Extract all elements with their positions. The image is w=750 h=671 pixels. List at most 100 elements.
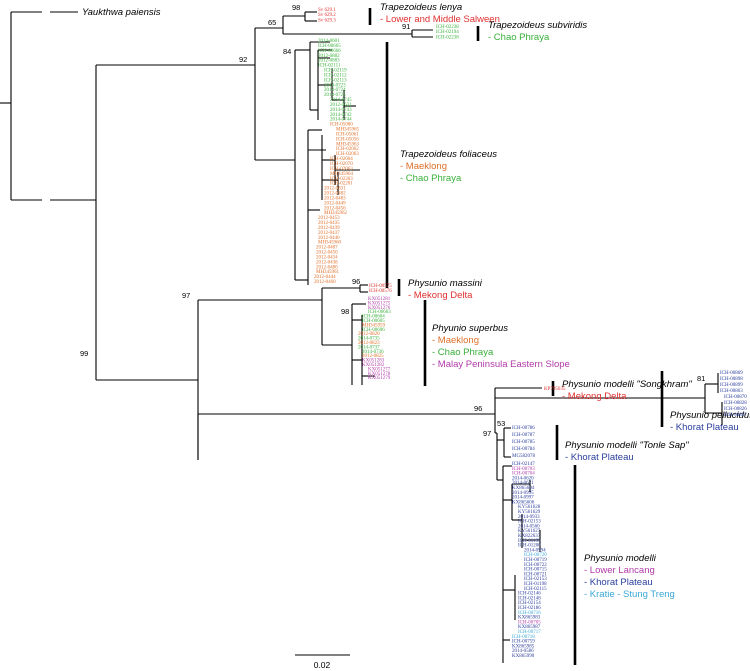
bootstrap-value: 65: [268, 18, 276, 27]
tip-label: ICH-00720: [524, 553, 547, 558]
species-label: Physunio pellucidus: [670, 410, 750, 421]
tip-label: ICH-00666: [318, 49, 341, 54]
tip-label: 2012-0487: [316, 246, 338, 251]
region-label: - Mekong Delta: [408, 290, 473, 301]
tip-label: 2012-0883: [318, 59, 340, 64]
tip-label: 2014-0723: [324, 83, 346, 88]
tip-label: ICH-00719: [524, 558, 547, 563]
tip-label: KX822637: [518, 534, 541, 539]
tip-label: ICH-01198: [524, 582, 547, 587]
tip-label: ICH-00785: [512, 440, 535, 445]
tip-label: 2014-0601: [318, 39, 340, 44]
tip-label: ICH-02201: [330, 182, 353, 187]
tip-label: ICH-02111: [318, 64, 341, 69]
tip-label: 2012-0453: [318, 216, 340, 221]
region-label: - Malay Peninsula Eastern Slope: [432, 359, 570, 370]
tip-label: ICH-01199: [518, 539, 541, 544]
tip-label: 2012-0437: [318, 231, 340, 236]
scale-bar: 0.02: [295, 654, 350, 670]
species-label: Phyunio superbus: [432, 323, 508, 334]
bootstrap-values: 98 65 91 92 84 96 98 97 99 96 81 53 97: [80, 3, 705, 438]
tip-label: ICH-02203: [330, 177, 353, 182]
tip-label: KX865604: [512, 486, 535, 491]
tip-label: KX051282: [362, 363, 385, 368]
region-label: - Maeklong: [400, 161, 447, 172]
tip-label: KX051276: [368, 306, 391, 311]
tip-label: ICH-02238: [436, 35, 459, 40]
tip-label: 2014-0995: [512, 491, 534, 496]
tip-label: ICH-02147: [512, 462, 535, 467]
tip-label: Sv 629.3: [318, 18, 336, 23]
tip-label: ICH-02153: [518, 520, 541, 525]
tip-label: ICH-00605: [362, 319, 385, 324]
tips-modelli: ICH-02147ICH-00703ICH-007042014-06202014…: [512, 462, 547, 659]
tip-label: ICH-01200: [518, 544, 541, 549]
tip-label: 2014-0724: [324, 88, 346, 93]
region-label: - Khorat Plateau: [565, 452, 634, 463]
region-label: - Mekong Delta: [562, 391, 627, 402]
tip-label: 2014-0560: [518, 524, 540, 529]
region-label: - Khorat Plateau: [584, 577, 653, 588]
tip-label: Sv 629.1: [318, 8, 336, 13]
tips-pellucidus: ICH-00869ICH-00898ICH-00899ICH-00863ICH-…: [720, 371, 747, 418]
species-label: Physunio modelli "Songkhram": [562, 379, 692, 390]
bootstrap-value: 99: [80, 349, 88, 358]
bootstrap-value: 53: [497, 419, 505, 428]
tip-label: KX051283: [362, 359, 385, 364]
tip-label: ICH-02070: [330, 162, 353, 167]
tip-label: 2012-0631: [330, 103, 352, 108]
tip-label: Sv 629.2: [318, 13, 336, 18]
tip-label: ICH-02148: [518, 596, 541, 601]
tip-label: MH345961: [316, 270, 340, 275]
tip-label: 2014-0743: [330, 108, 352, 113]
tip-label: KX865983: [518, 616, 541, 621]
clade-bars: [368, 8, 664, 665]
tip-label: 2014-0737: [358, 345, 380, 350]
tip-label: 2012-0439: [318, 226, 340, 231]
tips-songkhram: KP795035: [544, 387, 566, 392]
species-label: Trapezoideus subviridis: [488, 20, 587, 31]
tip-label: 2014-0586: [512, 649, 534, 654]
bootstrap-value: 96: [474, 404, 482, 413]
outgroup-label: Yaukthwa paiensis: [82, 7, 161, 18]
tip-label: KX051277: [368, 367, 391, 372]
tip-label: ICH-00604: [362, 315, 385, 320]
tip-label: ICH-00786: [512, 426, 535, 431]
tip-label: ICH-00869: [720, 371, 743, 376]
bootstrap-value: 96: [352, 277, 360, 286]
tip-label: ICH-02115: [524, 587, 547, 592]
tips-tonlesap: ICH-00786ICH-00787ICH-00785ICH-00784MG58…: [512, 426, 536, 459]
tip-label: ICH-02063: [336, 152, 359, 157]
tip-label: ICH-00827: [724, 413, 747, 418]
tip-label: ICH-02113: [324, 78, 347, 83]
tip-label: KX051281: [368, 297, 391, 302]
region-label: - Maeklong: [432, 335, 479, 346]
tip-label: ICH-00898: [720, 377, 743, 382]
region-label: - Lower Lancang: [584, 565, 655, 576]
tip-label: KX865990: [512, 654, 535, 659]
tip-label: 2014-0744: [330, 118, 352, 123]
species-label: Physunio massini: [408, 278, 483, 289]
tip-label: 2014-0742: [330, 113, 352, 118]
tip-label: ICH-00759: [512, 640, 535, 645]
tip-label: ICH-02063: [330, 167, 353, 172]
bootstrap-value: 97: [483, 429, 491, 438]
species-label: Physunio modelli "Tonle Sap": [565, 440, 689, 451]
tip-label: ICH-00863: [720, 389, 743, 394]
tip-label: ICH-00704: [512, 472, 535, 477]
tip-label: 2012-0831: [324, 187, 346, 192]
bootstrap-value: 92: [239, 55, 247, 64]
tip-label: ICH-02238: [436, 25, 459, 30]
tip-label: 2014-0621: [512, 481, 534, 486]
tip-label: MH345959: [362, 323, 386, 328]
tip-label: 2014-0736: [362, 350, 384, 355]
tip-label: ICH-00703: [512, 467, 535, 472]
tip-label: ICH-00828: [724, 401, 747, 406]
species-label: Physunio modelli: [584, 553, 657, 564]
tip-label: ICH-00721: [524, 572, 547, 577]
species-label: Trapezoideus lenya: [380, 2, 462, 13]
tip-label: 2012-0882: [318, 54, 340, 59]
scale-bar-label: 0.02: [314, 660, 331, 670]
tip-label: ICH-05060: [330, 123, 353, 128]
